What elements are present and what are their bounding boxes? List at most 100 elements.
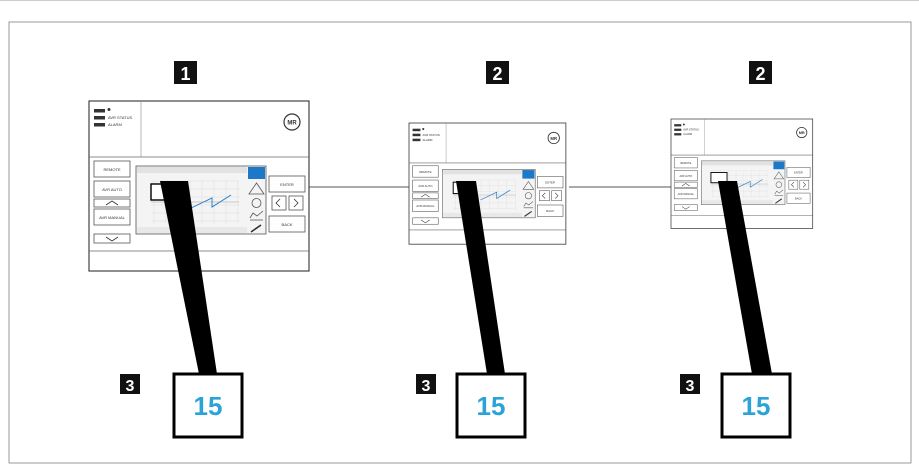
value-box-text: 15 <box>742 391 771 421</box>
mr-logo <box>283 113 301 131</box>
mr-logo <box>796 126 808 139</box>
screen-tabbar <box>443 170 522 175</box>
right-button <box>799 179 810 190</box>
callout-badge <box>120 374 140 394</box>
callout-pointer <box>718 181 772 374</box>
enter-button-label: ENTER <box>280 182 294 187</box>
arrow-right-icon <box>293 198 299 208</box>
avr-auto-button <box>412 179 439 192</box>
led-label: AVR STATUS <box>423 133 440 137</box>
lower-button <box>673 204 698 211</box>
led-label: ALARM <box>423 138 433 142</box>
remote-button <box>673 157 698 169</box>
arrow-left-icon <box>791 181 795 188</box>
arrow-right-icon <box>554 192 559 199</box>
left-button <box>788 179 799 190</box>
info-icon <box>524 192 532 200</box>
home-icon <box>522 170 535 179</box>
arrow-up-icon <box>105 200 119 206</box>
arrow-down-icon <box>105 236 119 242</box>
mr-logo-text: MR <box>799 131 805 135</box>
device-number-badge <box>486 61 509 84</box>
enter-button-label: ENTER <box>545 181 555 185</box>
right-button <box>551 190 562 202</box>
callout-badge-text: 3 <box>422 378 431 395</box>
lower-button <box>412 217 439 225</box>
home-icon <box>773 161 785 170</box>
value-box-text: 15 <box>477 391 506 421</box>
status-led <box>674 133 682 136</box>
arrow-down-icon <box>420 219 430 224</box>
info-icon <box>251 198 262 208</box>
back-button <box>786 192 811 204</box>
status-led <box>412 138 421 142</box>
back-button-label: BACK <box>282 222 293 227</box>
value-box-text: 15 <box>194 391 223 421</box>
remote-button <box>412 165 439 178</box>
device-number-text: 1 <box>180 64 190 84</box>
callout-badge-text: 3 <box>126 378 135 395</box>
right-button <box>288 195 304 211</box>
led-label: AVR STATUS <box>683 128 699 132</box>
value-box <box>455 372 527 439</box>
screen-statusbar <box>443 212 522 218</box>
callout-pointer <box>160 181 217 374</box>
avr-manual-button-label: AVR MANUAL <box>99 215 125 220</box>
status-led <box>674 124 682 127</box>
lower-button <box>93 233 131 244</box>
avr-manual-button <box>412 199 439 212</box>
device-number-text: 2 <box>492 64 502 84</box>
remote-button <box>93 160 131 178</box>
trend-curve <box>735 179 763 189</box>
info-icon <box>775 181 783 188</box>
arrow-left-icon <box>541 192 546 199</box>
avr-auto-button <box>93 180 131 198</box>
arrow-down-icon <box>681 206 690 210</box>
enter-button-label: ENTER <box>794 171 803 175</box>
arrow-left-icon <box>275 198 281 208</box>
remote-button-label: REMOTE <box>680 161 691 165</box>
screen-tabbar <box>701 161 773 166</box>
chart-icon <box>523 201 534 209</box>
arrow-up-icon <box>681 183 690 187</box>
chart-icon <box>249 210 264 221</box>
back-button <box>268 215 306 233</box>
avr-manual-button <box>673 188 698 200</box>
raise-button <box>673 181 698 188</box>
led-label: ALARM <box>683 132 692 136</box>
wrench-icon <box>524 210 532 217</box>
avr-manual-button <box>93 208 131 226</box>
screen-tabbar <box>137 167 247 173</box>
mr-logo <box>547 131 560 145</box>
callout-badge-text: 3 <box>686 378 695 395</box>
mr-logo-text: MR <box>287 121 297 127</box>
raise-button <box>93 198 131 208</box>
status-led <box>94 123 105 127</box>
remote-button-label: REMOTE <box>419 170 431 174</box>
back-button-label: BACK <box>546 209 554 213</box>
device-number-badge <box>174 61 197 84</box>
callout-pointer <box>456 181 505 374</box>
warning-icon <box>248 182 265 195</box>
device-number-text: 2 <box>755 64 765 84</box>
avr-manual-button-label: AVR MANUAL <box>678 192 695 196</box>
device-number-badge <box>749 61 772 84</box>
status-led <box>94 109 105 113</box>
chart-icon <box>774 189 784 196</box>
status-led <box>412 128 421 132</box>
wrench-icon <box>775 198 783 204</box>
enter-button <box>537 176 564 189</box>
power-icon <box>107 108 111 111</box>
outer-frame <box>8 21 912 464</box>
led-label: ALARM <box>108 122 122 127</box>
trend-curve <box>188 194 232 210</box>
avr-auto-button-label: AVR AUTO <box>102 187 122 192</box>
status-led <box>674 128 682 131</box>
arrow-up-icon <box>420 193 430 198</box>
left-button <box>271 195 287 211</box>
warning-icon <box>522 180 535 190</box>
back-button <box>537 204 564 217</box>
arrow-right-icon <box>802 181 806 188</box>
